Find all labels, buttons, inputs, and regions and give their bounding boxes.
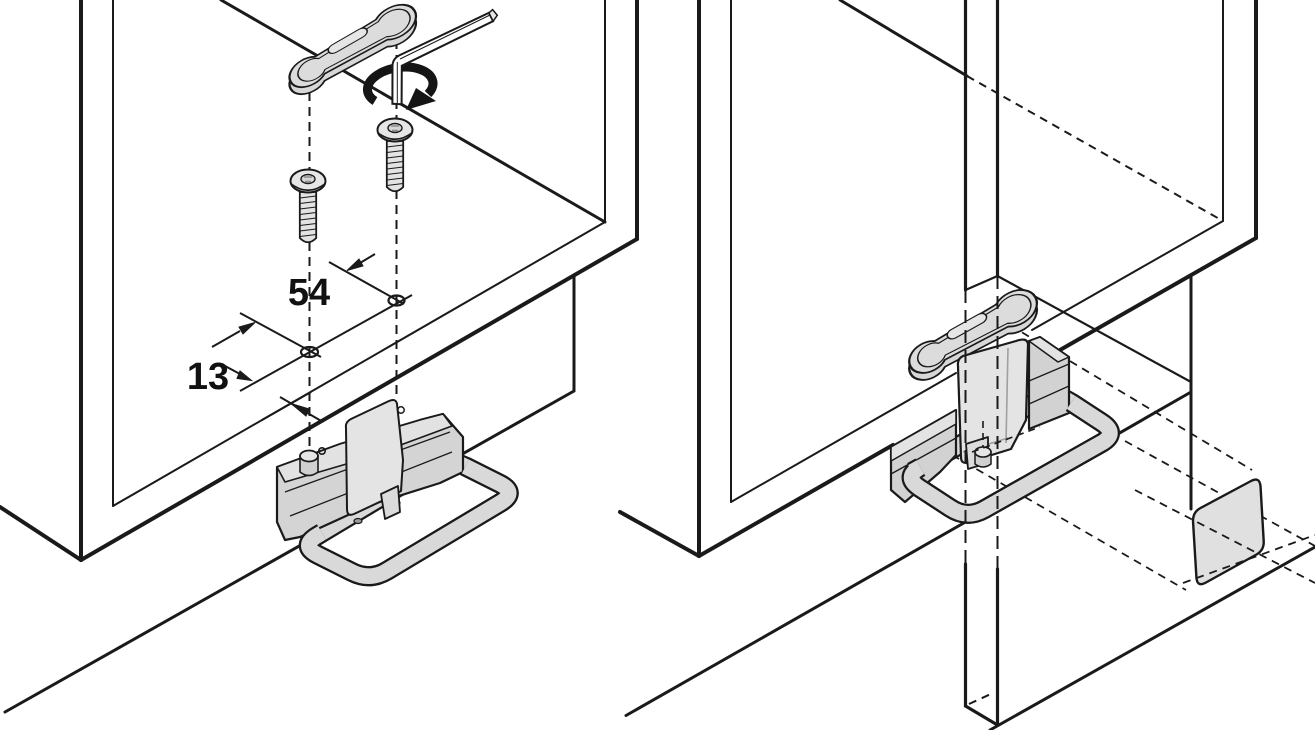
svg-text:54: 54 <box>288 272 330 314</box>
svg-text:13: 13 <box>187 356 229 398</box>
